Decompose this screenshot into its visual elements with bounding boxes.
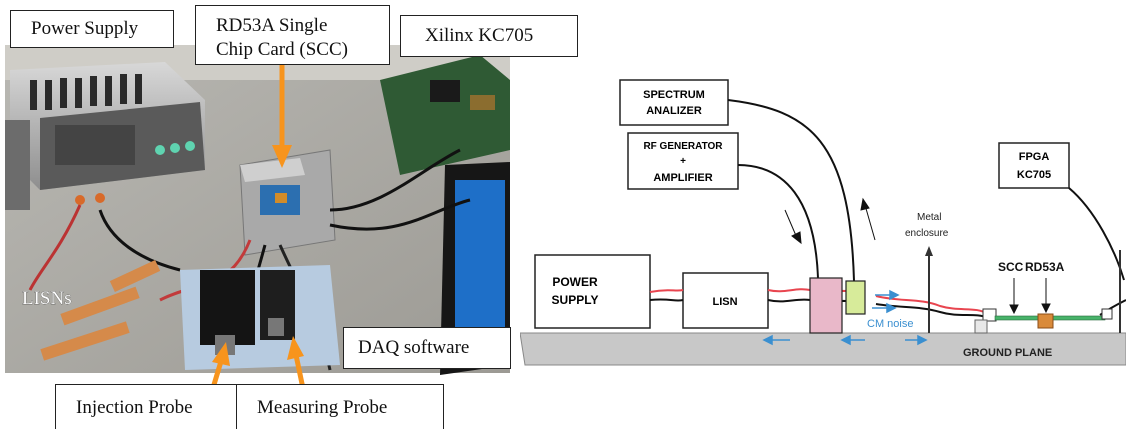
measuring-probe-shape [845,280,866,315]
daq-laptop [440,162,510,375]
power-box-label-line2: SUPPLY [552,293,599,307]
scc-label-line2: Chip Card (SCC) [216,39,348,60]
scc-callout: RD53A Single Chip Card (SCC) [195,5,390,65]
scc-enclosure [239,149,336,256]
measuring-probe-callout: Measuring Probe [236,384,444,429]
spectrum-cable [727,99,855,282]
spectrum-label-line2: ANALIZER [646,105,702,117]
rf-label-line2: + [680,156,686,167]
power-box-label-line1: POWER [552,275,598,289]
rd53a-chip [1037,313,1054,329]
rf-label-line1: RF GENERATOR [643,141,723,152]
rf-label-line3: AMPLIFIER [653,172,712,184]
metal-enclosure-label-line2: enclosure [905,228,949,239]
fpga-box-label-line1: FPGA [1019,151,1050,163]
daq-callout: DAQ software [343,327,511,369]
fpga-box: FPGA KC705 [998,142,1070,189]
ground-plane-label: GROUND PLANE [963,347,1052,359]
cm-noise-label: CM noise [867,318,913,330]
measuring-probe-label: Measuring Probe [257,397,388,418]
scc-label-line1: RD53A Single [216,15,328,36]
rf-cable [737,164,819,279]
probe-base [180,265,340,370]
lisns-label: LISNs [22,288,72,309]
red-cable [649,288,989,315]
lisn-strips [40,259,161,361]
lisn-box: LISN [682,272,769,329]
rd53a-label: RD53A [1025,260,1065,274]
rf-generator-box: RF GENERATOR + AMPLIFIER [627,132,739,190]
injection-probe-label: Injection Probe [76,397,193,418]
fpga-cable [1068,187,1125,281]
power-supply-unit [10,62,205,205]
metal-enclosure-label-line1: Metal [917,212,941,223]
lisn-box-label: LISN [712,296,737,308]
fpga-box-label-line2: KC705 [1017,169,1051,181]
setup-schematic: GROUND PLANE SPECTRUM ANALIZER RF GENERA… [520,79,1126,366]
spectrum-label-line1: SPECTRUM [643,89,705,101]
power-supply-label: Power Supply [31,18,139,39]
scc-label: SCC [998,260,1024,274]
daq-label: DAQ software [358,337,470,358]
fpga-callout: Xilinx KC705 [400,15,578,57]
injection-probe-callout: Injection Probe [55,384,237,429]
power-supply-callout: Power Supply [10,10,174,48]
spectrum-analyzer-box: SPECTRUM ANALIZER [619,79,729,126]
power-supply-box: POWER SUPPLY [534,254,651,329]
fpga-board [380,55,510,175]
fpga-label: Xilinx KC705 [425,25,534,46]
black-cable [649,298,989,319]
injection-probe-shape [809,277,843,334]
